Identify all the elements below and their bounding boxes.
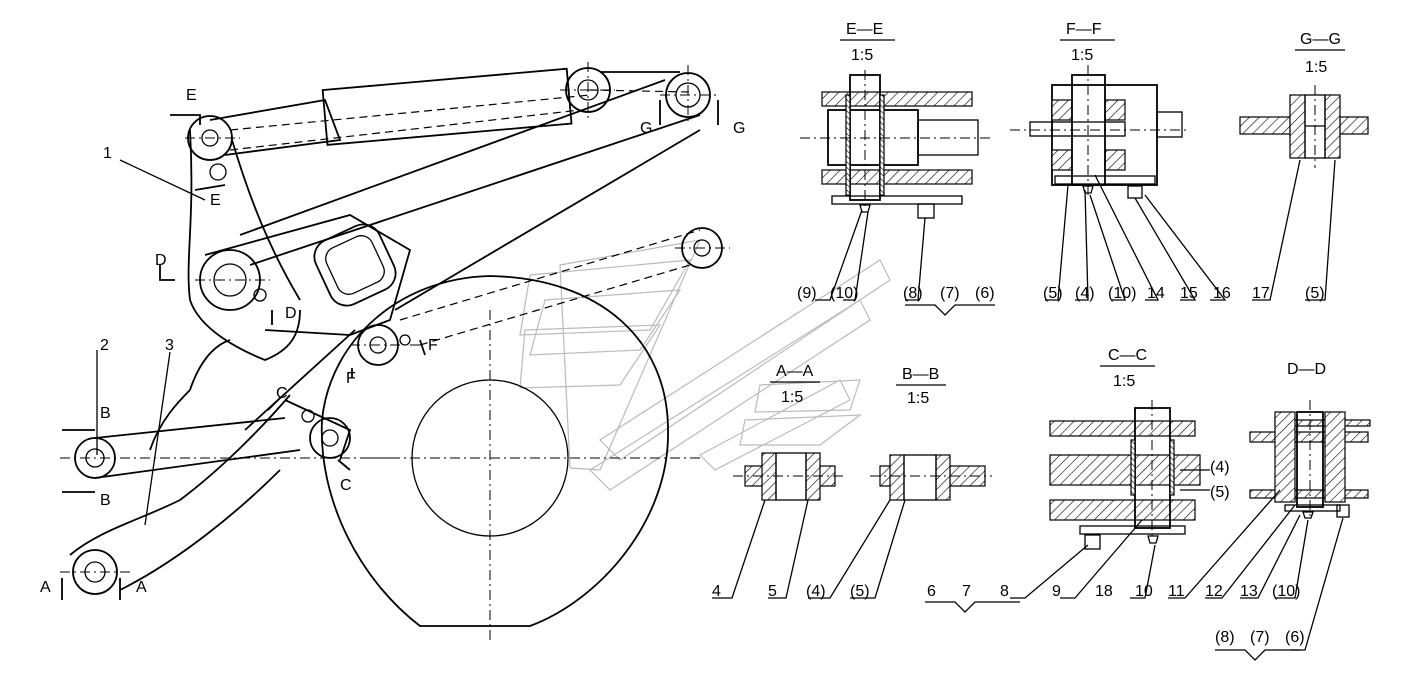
section-title: E—E: [846, 21, 883, 38]
section-GG: G—G 1:5 17 (5): [1239, 31, 1369, 302]
section-BB: B—B 1:5 (4) (5): [806, 366, 992, 600]
section-mark: A: [40, 579, 51, 596]
watermark: [519, 239, 891, 491]
section-DD: D—D 11 12 13 (10) (8) (7) (6): [1168, 361, 1371, 661]
callout: (5): [1210, 484, 1230, 501]
section-mark: F: [428, 337, 438, 354]
section-FF: F—F 1:5 (5) (4) (10) 14 15 16: [1010, 21, 1231, 302]
callout: 8: [1000, 583, 1009, 600]
callout: (7): [1250, 629, 1270, 646]
section-title: A—A: [776, 363, 814, 380]
section-title: D—D: [1287, 361, 1326, 378]
callout: (4): [1075, 285, 1095, 302]
section-mark: G: [733, 120, 745, 137]
callout: 7: [962, 583, 971, 600]
section-title: G—G: [1300, 31, 1341, 48]
part-number: 2: [100, 337, 109, 354]
callout: 14: [1147, 285, 1165, 302]
part-number: 1: [103, 145, 112, 162]
callout: (4): [806, 583, 826, 600]
section-mark: B: [100, 492, 111, 509]
callout: 9: [1052, 583, 1061, 600]
callout: (6): [975, 285, 995, 302]
callout: 17: [1252, 285, 1270, 302]
section-title: B—B: [902, 366, 939, 383]
section-mark: A: [136, 579, 147, 596]
section-mark: D: [155, 252, 167, 269]
section-scale: 1:5: [907, 390, 929, 407]
main-view: [60, 62, 730, 640]
section-mark: E: [186, 87, 197, 104]
callout: (10): [830, 285, 858, 302]
callout: (5): [1305, 285, 1325, 302]
callout: 11: [1168, 583, 1185, 600]
callout: 10: [1135, 583, 1153, 600]
callout: (5): [850, 583, 870, 600]
callout: (6): [1285, 629, 1305, 646]
callout: 18: [1095, 583, 1113, 600]
drum-outline: [320, 275, 669, 627]
part-number: 3: [165, 337, 174, 354]
callout: 5: [768, 583, 777, 600]
section-scale: 1:5: [1113, 373, 1135, 390]
section-mark: E: [210, 192, 221, 209]
callout: 4: [712, 583, 721, 600]
callout: (4): [1210, 459, 1230, 476]
section-scale: 1:5: [1305, 59, 1327, 76]
section-mark: D: [285, 305, 297, 322]
callout: (7): [940, 285, 960, 302]
section-mark: B: [100, 405, 111, 422]
section-mark: F: [346, 370, 356, 387]
section-AA: A—A 1:5 4 5: [712, 363, 845, 600]
section-mark: C: [276, 385, 288, 402]
main-view-labels: 1 2 3 E E D D B B C C A A F F G G: [40, 87, 745, 596]
section-title: C—C: [1108, 347, 1147, 364]
section-title: F—F: [1066, 21, 1102, 38]
callout: (10): [1272, 583, 1300, 600]
callout: 12: [1205, 583, 1223, 600]
section-scale: 1:5: [851, 47, 873, 64]
section-mark: G: [640, 120, 652, 137]
section-EE: E—E 1:5 (9) (10) (8) (7) (6): [797, 21, 995, 316]
section-CC: C—C 1:5 (4) (5) 6 7 8 9 18 10: [925, 347, 1230, 613]
section-mark: C: [340, 477, 352, 494]
callout: (5): [1043, 285, 1063, 302]
section-scale: 1:5: [1071, 47, 1093, 64]
callout: (8): [903, 285, 923, 302]
callout: 15: [1180, 285, 1198, 302]
callout: (9): [797, 285, 817, 302]
callout: 13: [1240, 583, 1258, 600]
section-scale: 1:5: [781, 389, 803, 406]
callout: 16: [1213, 285, 1231, 302]
callout: (10): [1108, 285, 1136, 302]
callout: 6: [927, 583, 936, 600]
callout: (8): [1215, 629, 1235, 646]
